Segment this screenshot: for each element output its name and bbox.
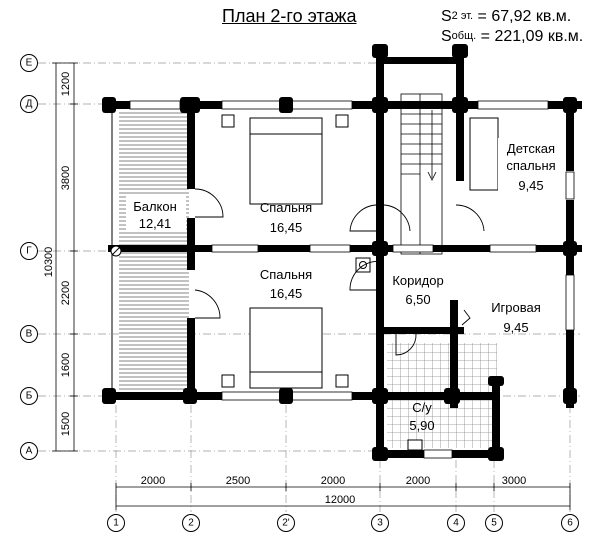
floor-area-value: = 67,92 кв.м. [477, 8, 572, 25]
total-area-sub: общ. [451, 30, 477, 42]
bedroom2-name: Спальня [260, 267, 312, 282]
bedroom1-area: 16,45 [270, 220, 303, 235]
vertical-dimensions [52, 62, 78, 452]
axis-label-2p: 2' [282, 518, 290, 529]
axis-label-e: Е [26, 58, 33, 69]
play-name: Игровая [491, 300, 541, 315]
dim-v-1600: 1600 [60, 353, 72, 377]
dim-h-2000-c: 2000 [406, 475, 430, 487]
bedroom1-name: Спальня [260, 200, 312, 215]
kids-name-2: спальня [506, 158, 555, 173]
balcony-label-bg [126, 196, 186, 232]
floor-area-symbol: S [441, 8, 452, 25]
corridor-area: 6,50 [405, 292, 430, 307]
dim-v-3800: 3800 [60, 166, 72, 190]
dim-h-2000-a: 2000 [141, 475, 165, 487]
balcony-area: 12,41 [139, 216, 172, 231]
balcony-name: Балкон [133, 199, 177, 214]
bedroom2-area: 16,45 [270, 286, 303, 301]
furniture [110, 114, 499, 451]
dim-v-1500: 1500 [60, 412, 72, 436]
wc-area: 5,90 [409, 418, 434, 433]
horizontal-dimensions [115, 483, 571, 510]
log-ends [102, 44, 577, 461]
axis-label-g: Г [26, 246, 32, 257]
corridor-name: Коридор [392, 273, 443, 288]
total-area-label: Sобщ. = 221,09 кв.м. [441, 28, 583, 46]
floor-area-label: S2 эт. = 67,92 кв.м. [441, 8, 571, 26]
corridor-label-bg [386, 268, 450, 308]
plan-title: План 2-го этажа [222, 6, 357, 26]
door-swings [194, 188, 485, 356]
axis-label-a: А [26, 446, 33, 457]
staircase [400, 93, 443, 255]
floor-area-sub: 2 эт. [451, 10, 474, 22]
axis-label-d: Д [26, 99, 33, 110]
dim-v-1200: 1200 [60, 72, 72, 96]
axis-bubbles [20, 54, 579, 532]
kids-name-1: Детская [507, 141, 555, 156]
wc-name: С/у [412, 400, 432, 415]
dim-v-2200: 2200 [60, 281, 72, 305]
kids-label-bg [498, 138, 564, 196]
axis-label-6: 6 [567, 518, 573, 529]
play-area: 9,45 [503, 320, 528, 335]
axis-label-5: 5 [491, 518, 497, 529]
total-area-value: = 221,09 кв.м. [480, 28, 584, 45]
kids-bed [469, 117, 499, 191]
axis-label-3: 3 [377, 518, 383, 529]
dim-h-total: 12000 [325, 494, 356, 506]
dim-v-total: 10300 [43, 247, 55, 278]
axis-label-v: В [26, 329, 33, 340]
dim-h-3000: 3000 [502, 475, 526, 487]
dim-h-2500: 2500 [226, 475, 250, 487]
total-area-symbol: S [441, 28, 452, 45]
axis-label-b: Б [26, 391, 33, 402]
kids-area: 9,45 [518, 178, 543, 193]
dim-h-2000-b: 2000 [321, 475, 345, 487]
axis-label-2: 2 [188, 518, 194, 529]
axis-label-1: 1 [113, 518, 119, 529]
axis-label-4: 4 [453, 518, 459, 529]
